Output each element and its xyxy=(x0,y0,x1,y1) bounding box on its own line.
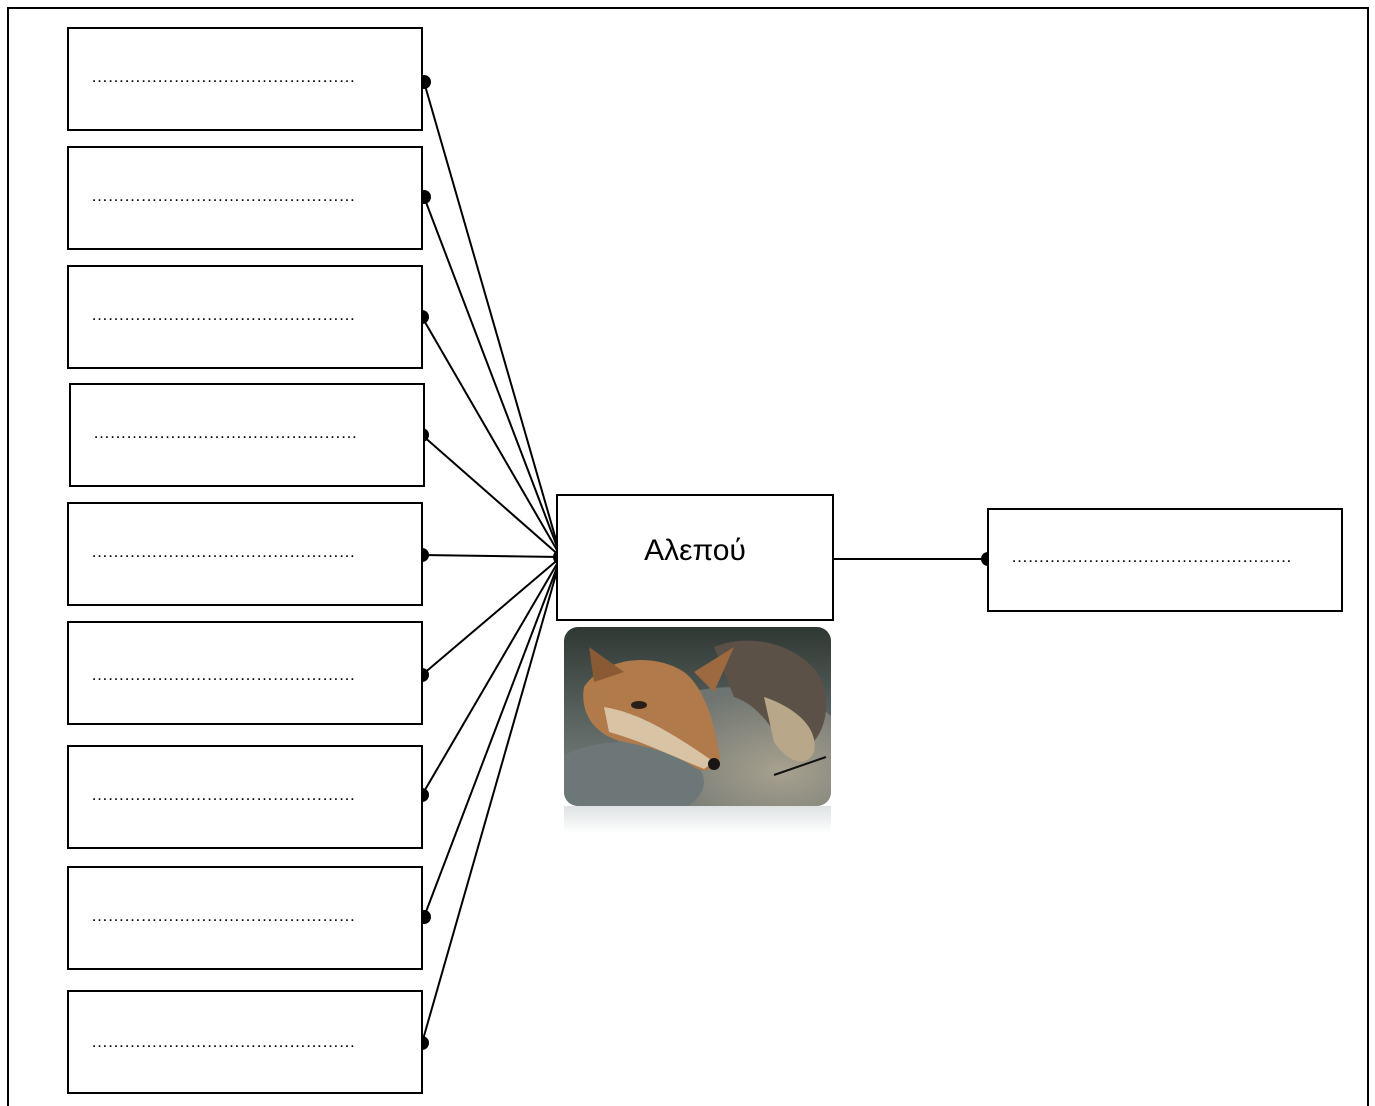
answer-box-4[interactable]: ………………………………………… xyxy=(69,383,425,487)
answer-blank: ………………………………………… xyxy=(91,1032,356,1051)
answer-box-3[interactable]: ………………………………………… xyxy=(67,265,423,369)
answer-blank: ………………………………………… xyxy=(91,186,356,205)
connector-line-5 xyxy=(421,554,562,558)
answer-box-right[interactable]: …………………………………………… xyxy=(987,508,1343,612)
answer-blank: ………………………………………… xyxy=(91,785,356,804)
fox-photo xyxy=(564,627,831,806)
answer-box-5[interactable]: ………………………………………… xyxy=(67,502,423,606)
connector-line-7 xyxy=(421,556,562,796)
connector-line-4 xyxy=(421,434,562,558)
connector-line-9 xyxy=(421,556,562,1044)
answer-blank: ………………………………………… xyxy=(93,423,358,442)
connector-line-6 xyxy=(421,556,562,676)
answer-box-1[interactable]: ………………………………………… xyxy=(67,27,423,131)
answer-blank: ………………………………………… xyxy=(91,906,356,925)
answer-blank: ………………………………………… xyxy=(91,665,356,684)
connector-line-8 xyxy=(423,556,562,918)
answer-box-2[interactable]: ………………………………………… xyxy=(67,146,423,250)
answer-box-6[interactable]: ………………………………………… xyxy=(67,621,423,725)
answer-blank: ………………………………………… xyxy=(91,305,356,324)
answer-box-7[interactable]: ………………………………………… xyxy=(67,745,423,849)
connector-line-1 xyxy=(423,81,562,558)
worksheet-frame xyxy=(7,7,1369,1106)
answer-blank: …………………………………………… xyxy=(1011,547,1292,566)
answer-box-8[interactable]: ………………………………………… xyxy=(67,866,423,970)
center-concept-label: Αλεπού xyxy=(644,534,746,567)
center-concept-box: Αλεπού xyxy=(556,494,834,621)
answer-box-9[interactable]: ………………………………………… xyxy=(67,990,423,1094)
answer-blank: ………………………………………… xyxy=(91,542,356,561)
connector-line-3 xyxy=(421,316,562,558)
connector-line-2 xyxy=(423,196,562,558)
answer-blank: ………………………………………… xyxy=(91,67,356,86)
photo-reflection xyxy=(564,806,831,834)
